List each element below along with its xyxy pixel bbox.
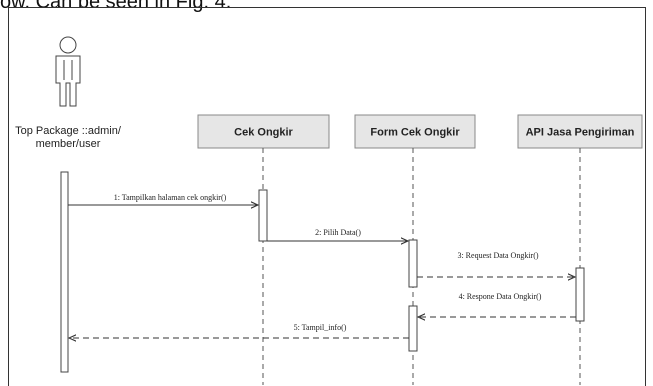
message-label: 1: Tampilkan halaman cek ongkir() (114, 193, 227, 202)
activation-bar (258, 189, 268, 242)
message-label: 5: Tampil_info() (294, 323, 347, 332)
lifeline-api-jasa-pengiriman: API Jasa Pengiriman (517, 114, 643, 385)
activation-bar (408, 239, 418, 288)
actor-label-line2: member/user (36, 138, 101, 150)
activation-bar (575, 267, 585, 322)
lifeline-cek-ongkir: Cek Ongkir (197, 114, 330, 385)
lifeline-label-cek-ongkir: Cek Ongkir (234, 127, 293, 139)
message-5: 5: Tampil_info() (69, 323, 409, 338)
lifeline-box-cek-ongkir (197, 114, 330, 149)
lifeline-box-api-jasa-pengiriman (517, 114, 643, 149)
activation-bar (408, 305, 418, 352)
diagram-frame (8, 7, 646, 386)
message-label: 2: Pilih Data() (315, 228, 361, 237)
lifeline-label-form-cek-ongkir: Form Cek Ongkir (370, 127, 460, 139)
message-2: 2: Pilih Data() (267, 228, 408, 241)
actor-activation-bar (60, 171, 69, 373)
message-4: 4: Respone Data Ongkir() (418, 292, 576, 317)
message-1: 1: Tampilkan halaman cek ongkir() (68, 193, 258, 205)
figure-caption-text: ow. Can be seen in Fig. 4. (0, 0, 232, 13)
message-label: 3: Request Data Ongkir() (457, 251, 538, 260)
lifeline-label-api-jasa-pengiriman: API Jasa Pengiriman (526, 127, 635, 139)
message-label: 4: Respone Data Ongkir() (459, 292, 542, 301)
lifeline-form-cek-ongkir: Form Cek Ongkir (354, 114, 476, 385)
actor-figure-icon (55, 36, 81, 107)
actor-label-line1: Top Package ::admin/ (15, 125, 122, 137)
message-3: 3: Request Data Ongkir() (417, 251, 575, 277)
lifeline-box-form-cek-ongkir (354, 114, 476, 149)
